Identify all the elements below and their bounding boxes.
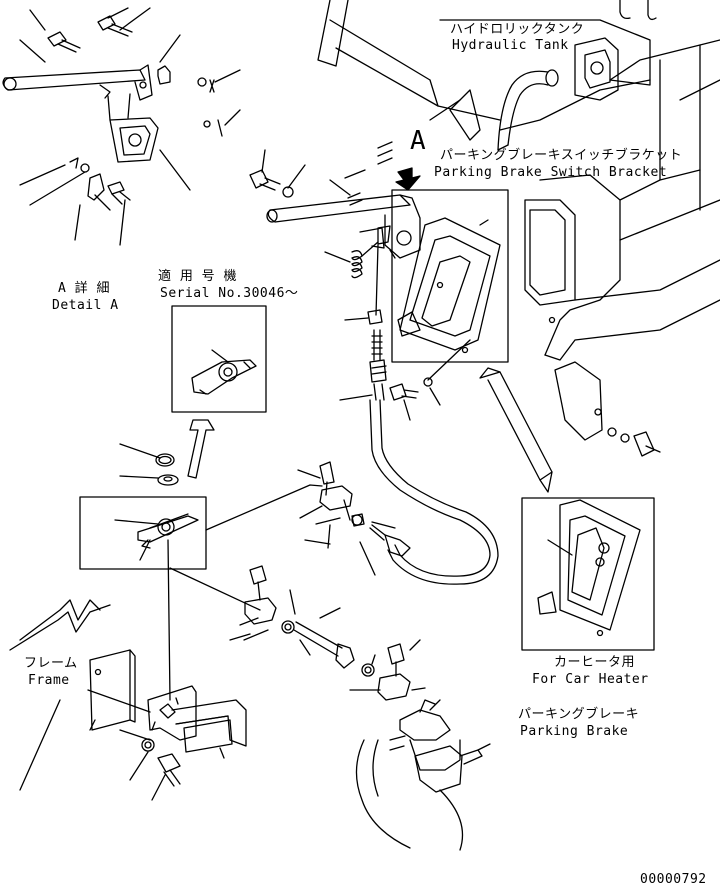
- car-heater-label-en: For Car Heater: [532, 672, 649, 687]
- drawing-number: 00000792: [640, 872, 707, 887]
- frame-label-jp: フレーム: [24, 656, 78, 671]
- frame-structure: [9, 599, 247, 801]
- double-arrow: [479, 367, 553, 493]
- serial-box: [171, 305, 267, 413]
- parking-brake-label-en: Parking Brake: [520, 724, 629, 739]
- up-arrow: [187, 419, 215, 479]
- bracket-label-jp: パーキングブレーキスイッチブラケット: [440, 148, 683, 163]
- serial-label-jp: 適 用 号 機: [158, 269, 237, 284]
- parking-brake-unit: [355, 699, 491, 851]
- detail-a-label-jp: A 詳 細: [58, 281, 110, 296]
- parking-brake-label-jp: パーキングブレーキ: [518, 707, 640, 722]
- hydraulic-tank-label-en: Hydraulic Tank: [452, 38, 569, 53]
- detail-a-lever: [2, 7, 241, 246]
- bracket-label-en: Parking Brake Switch Bracket: [434, 165, 668, 180]
- hydraulic-tank: [497, 37, 619, 151]
- view-a-label: A: [410, 126, 427, 156]
- side-plate: [554, 361, 661, 457]
- car-heater-label-jp: カーヒータ用: [554, 655, 636, 670]
- switch-bracket: [389, 189, 509, 421]
- hydraulic-tank-label-jp: ハイドロリックタンク: [450, 22, 585, 37]
- detail-a-label-en: Detail A: [52, 298, 119, 313]
- machine-frame: [317, 0, 720, 361]
- parking-lever-assembly: [249, 149, 499, 585]
- car-heater-box: [521, 497, 655, 651]
- frame-label-en: Frame: [28, 673, 70, 688]
- center-parts: [229, 461, 426, 701]
- view-arrow: [395, 167, 421, 191]
- serial-label-en: Serial No.30046～: [160, 286, 299, 301]
- bracket-detail-box: [79, 443, 207, 570]
